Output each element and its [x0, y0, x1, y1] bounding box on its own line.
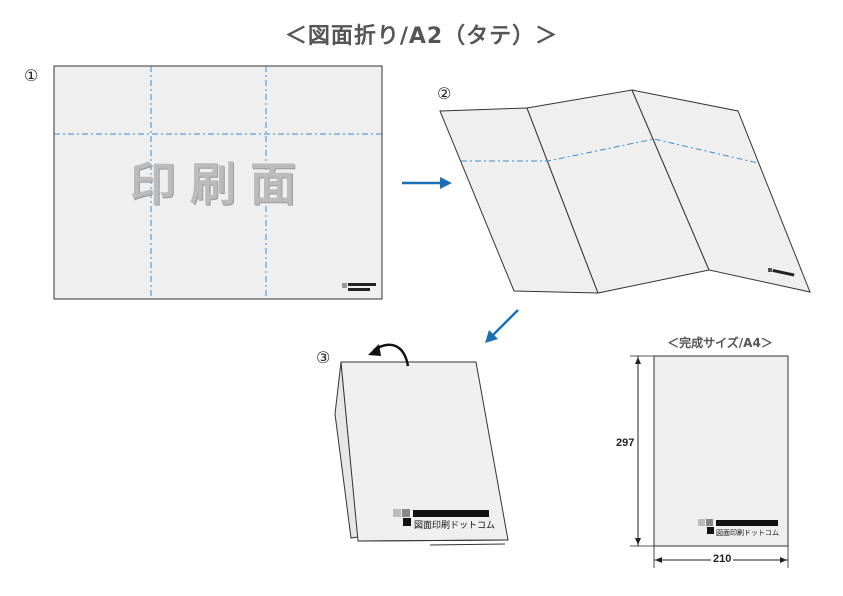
logo-mark-grey	[393, 509, 401, 517]
step-3-marker: ③	[316, 348, 331, 367]
sheet-flat	[53, 65, 383, 300]
final-size-subtitle: ＜完成サイズ/A4＞	[667, 336, 773, 350]
page-title: ＜図面折り/A2（タテ）＞	[284, 24, 559, 49]
arrow-right-icon	[402, 177, 452, 189]
width-dimension-label: 210	[711, 553, 734, 565]
mini-logo-text-bar	[348, 283, 376, 286]
sheet-accordion	[439, 89, 811, 294]
height-dimension-label: 297	[616, 437, 635, 449]
logo-mark-black	[403, 518, 411, 526]
logo-text-step3: 図面印刷ドットコム	[414, 521, 496, 531]
arrow-down-left-icon	[485, 309, 519, 343]
mini-logo-text-bar-3	[772, 269, 795, 277]
step-2-marker: ②	[437, 84, 452, 103]
mini-logo-mark-2	[768, 268, 772, 272]
mini-logo-mark	[342, 283, 347, 288]
fold-line-accordion	[461, 138, 759, 164]
sheet-flat-outline	[53, 65, 383, 300]
final-logo-mark	[707, 527, 714, 534]
a4-sheet-outline	[653, 355, 789, 547]
panel-3	[631, 89, 811, 293]
print-face-label: 印刷面	[130, 157, 310, 211]
sheet-folded	[334, 343, 509, 546]
sheet-final-a4	[630, 355, 789, 568]
logo-banner	[413, 510, 489, 517]
logo-text-final: 図面印刷ドットコム	[716, 529, 779, 537]
mini-logo-text-bar-2	[348, 288, 370, 291]
final-logo-banner	[716, 520, 778, 526]
step-1-marker: ①	[24, 66, 39, 85]
